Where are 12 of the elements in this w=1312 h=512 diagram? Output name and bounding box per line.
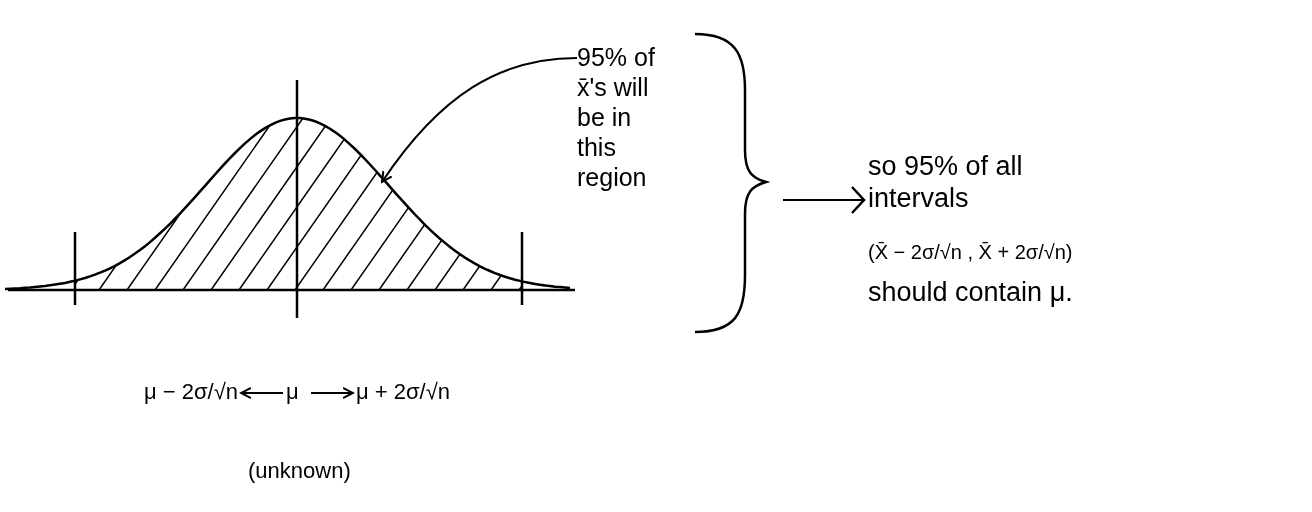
axis-label: μ (286, 379, 299, 406)
note-text: (unknown) (248, 458, 351, 485)
arrow (240, 387, 284, 399)
annotation-text: 95% of x̄'s will be in this region (577, 42, 656, 192)
arrow (310, 387, 354, 399)
axis-label: μ − 2σ/√n (144, 379, 238, 406)
note-text: so 95% of all intervals (868, 150, 1024, 215)
axis-label: μ + 2σ/√n (356, 379, 450, 406)
implies-arrow (782, 185, 866, 215)
leader-line (381, 57, 578, 183)
interval-formula: (X̄ − 2σ/√n , X̄ + 2σ/√n) (868, 240, 1073, 264)
note-text: should contain μ. (868, 276, 1073, 309)
